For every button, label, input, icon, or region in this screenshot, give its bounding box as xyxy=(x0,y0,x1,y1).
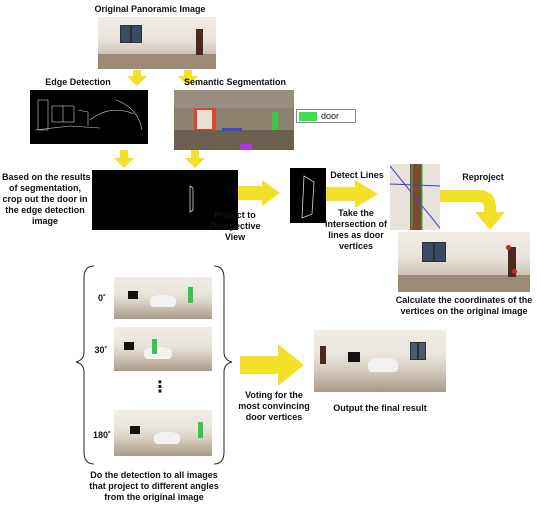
vertex-marker xyxy=(506,245,511,250)
detect-all-description: Do the detection to all images that proj… xyxy=(89,470,219,502)
edge-detection-title: Edge Detection xyxy=(45,77,111,87)
vertex-marker xyxy=(512,269,517,274)
voting-description: Voting for the most convincing door vert… xyxy=(238,390,310,422)
projection-180-image xyxy=(114,410,212,456)
reprojected-panorama-image xyxy=(398,232,530,292)
detected-lines-image xyxy=(390,164,440,230)
segmentation-legend: door xyxy=(296,109,356,123)
cropped-edge-image xyxy=(92,170,238,230)
segmentation-title: Semantic Segmentation xyxy=(183,77,287,87)
intersection-description: Take the intersection of lines as door v… xyxy=(324,208,387,251)
original-image-title: Original Panoramic Image xyxy=(94,4,206,14)
calculate-description: Calculate the coordinates of the vertice… xyxy=(395,295,533,316)
brace-lines xyxy=(75,265,233,465)
door-legend-swatch xyxy=(299,112,317,121)
angle-0-label: 0˚ xyxy=(97,293,106,303)
final-result-image xyxy=(314,330,446,392)
projection-30-image xyxy=(114,327,212,371)
project-description: Project to Perspective View xyxy=(210,210,261,242)
perspective-view-image xyxy=(290,168,326,223)
crop-description: Based on the results of segmentation, cr… xyxy=(2,172,91,226)
reproject-label: Reproject xyxy=(462,172,504,182)
edge-detection-image xyxy=(30,90,148,144)
projection-0-image xyxy=(114,277,212,319)
angle-30-label: 30˚ xyxy=(94,345,108,355)
segmentation-image xyxy=(174,90,294,150)
ellipsis-dots: ⋮ xyxy=(152,379,168,396)
angle-180-label: 180˚ xyxy=(92,430,111,440)
output-description: Output the final result xyxy=(333,403,427,413)
original-panorama-image xyxy=(98,17,216,69)
door-legend-label: door xyxy=(321,111,340,121)
detect-lines-title: Detect Lines xyxy=(330,170,384,180)
